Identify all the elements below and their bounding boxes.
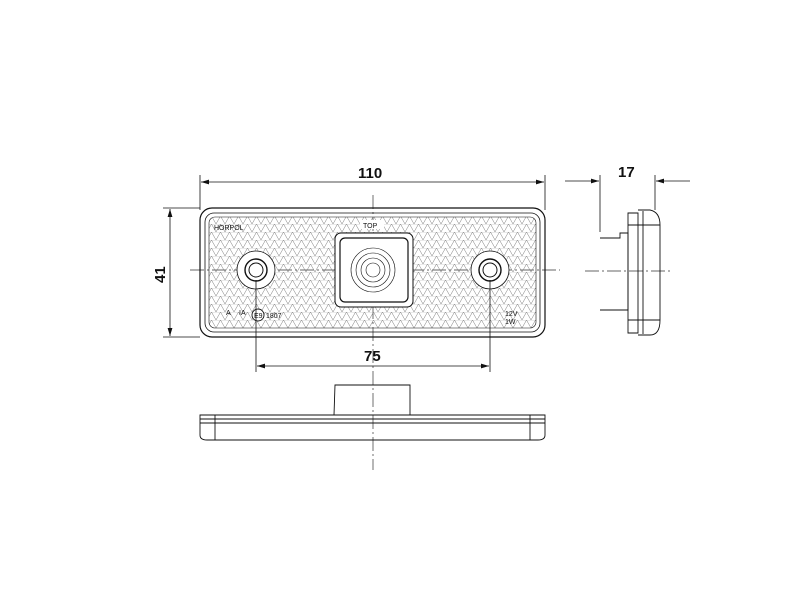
- dimension-41: [163, 207, 200, 338]
- mark-ia: IA: [239, 310, 246, 317]
- lens-window: [334, 232, 414, 308]
- dimension-110: [199, 175, 546, 210]
- dimension-length: 110: [358, 165, 382, 182]
- dimension-height: 41: [152, 266, 169, 283]
- dimension-depth: 17: [618, 164, 635, 181]
- top-label: TOP: [363, 223, 378, 230]
- power-label: 1W: [505, 319, 516, 326]
- dimension-hole-spacing: 75: [364, 348, 381, 365]
- brand-label: HORPOL: [214, 225, 244, 232]
- dimension-17: [565, 175, 690, 232]
- mark-a: A: [226, 310, 231, 317]
- approval-number: 1807: [266, 313, 282, 320]
- dimension-75: [255, 280, 491, 372]
- approval-mark: E9: [254, 313, 263, 320]
- voltage-label: 12V: [505, 311, 518, 318]
- bottom-view: [199, 384, 546, 441]
- front-view: [199, 207, 546, 338]
- approval-mark-icon: [251, 308, 265, 322]
- side-view: [600, 209, 661, 336]
